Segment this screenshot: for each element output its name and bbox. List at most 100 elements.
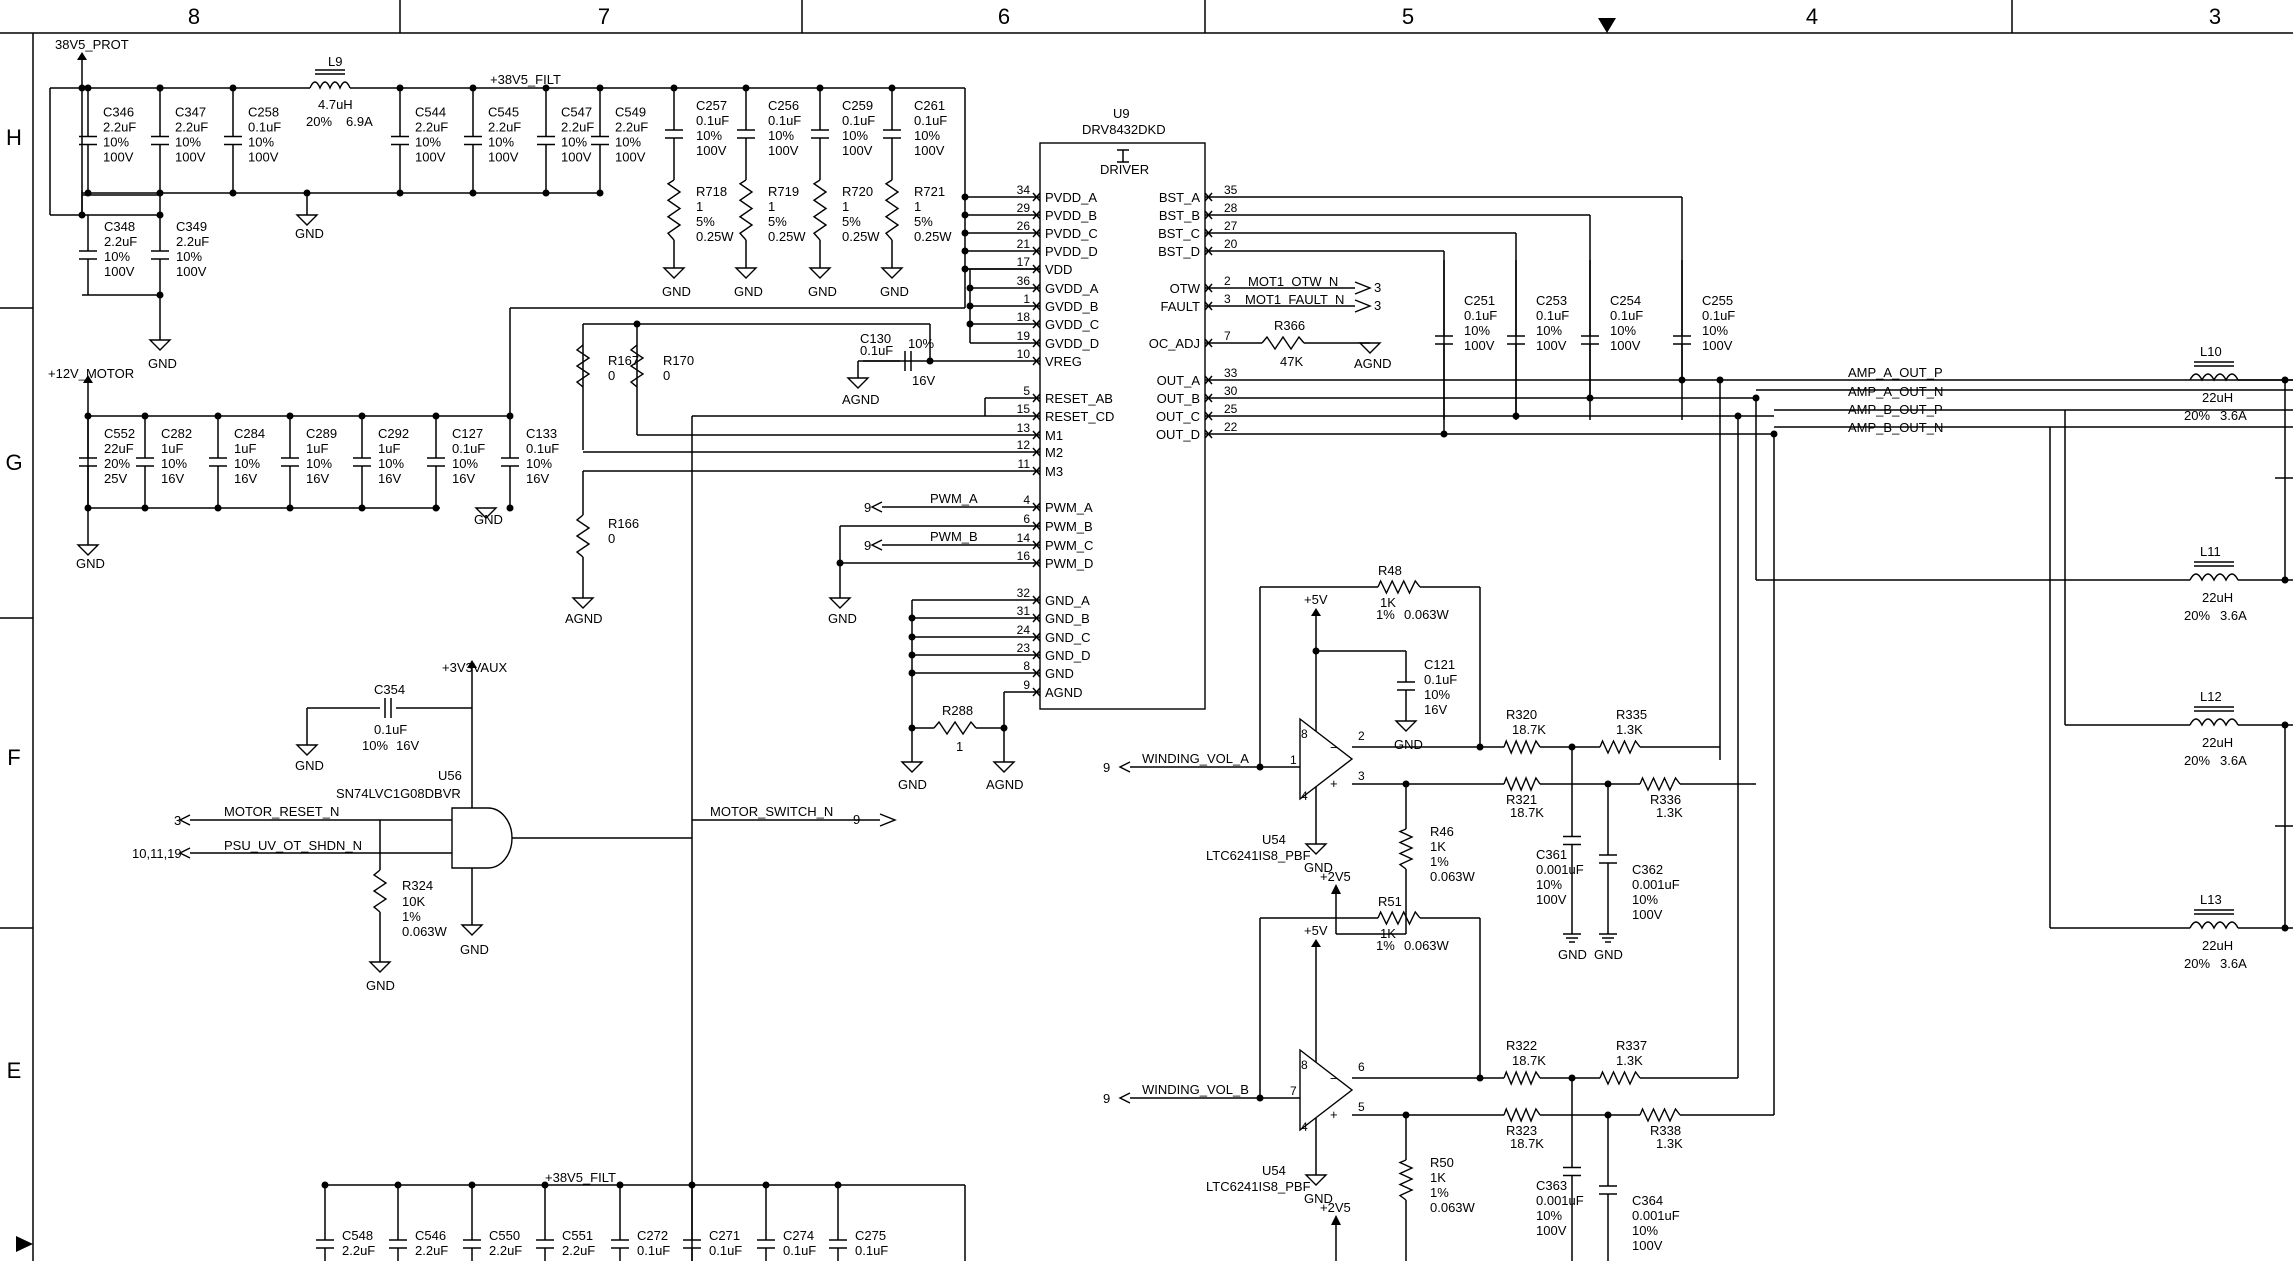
- cap-value: 0.1uF: [709, 1243, 742, 1258]
- cap-value: 2.2uF: [489, 1243, 522, 1258]
- pin-name: GVDD_C: [1045, 317, 1099, 332]
- res-text: 1: [768, 199, 775, 214]
- gnd-label: GND: [1304, 1191, 1333, 1206]
- pin-name: OUT_A: [1157, 373, 1201, 388]
- opamp-plus: +: [1330, 776, 1338, 791]
- junction-dot: [432, 504, 440, 512]
- gnd-label: GND: [460, 942, 489, 957]
- inductor-ref: L9: [328, 54, 342, 69]
- ground-symbol: [662, 267, 686, 279]
- component-text: 10%: [103, 135, 129, 150]
- cap-text: 0.001uF: [1632, 1208, 1680, 1223]
- pin-name: GVDD_D: [1045, 336, 1099, 351]
- gnd-label: GND: [295, 226, 324, 241]
- junction-dot: [358, 412, 366, 420]
- component-text: 10%: [306, 456, 332, 471]
- component-text: C547: [561, 105, 592, 120]
- cap-text: 10%: [1632, 892, 1658, 907]
- resistor: [1503, 739, 1541, 755]
- res-text: 1K: [1430, 839, 1446, 854]
- cap-text: C255: [1702, 293, 1733, 308]
- offpage-ref: 3: [1374, 280, 1381, 295]
- component-text: 16V: [452, 471, 475, 486]
- res-text: 0.25W: [842, 229, 880, 244]
- junction-dot: [1256, 1094, 1264, 1102]
- pin-name: PWM_D: [1045, 556, 1093, 571]
- component-text: C259: [842, 98, 873, 113]
- resistor: [1639, 1107, 1681, 1123]
- res-text: 5%: [914, 214, 933, 229]
- inductor-ref: L11: [2200, 544, 2221, 559]
- component-text: 10%: [768, 128, 794, 143]
- cap-text: C253: [1536, 293, 1567, 308]
- pin-name: OC_ADJ: [1149, 336, 1200, 351]
- cap-tol: 10%: [908, 336, 934, 351]
- pin-name: BST_D: [1158, 244, 1200, 259]
- cap-ref: C354: [374, 682, 405, 697]
- pin-number: 32: [1017, 586, 1031, 600]
- pin-number: 27: [1224, 219, 1238, 233]
- component-text: 20%: [104, 456, 130, 471]
- resistor: [1398, 828, 1414, 870]
- pin-name: GND: [1045, 666, 1074, 681]
- pin-number: 7: [1224, 329, 1231, 343]
- pin-number: 26: [1017, 219, 1031, 233]
- res-value: 0: [608, 368, 615, 383]
- component-text: 16V: [526, 471, 549, 486]
- component-text: C257: [696, 98, 727, 113]
- resistor: [1398, 1159, 1414, 1201]
- component-text: 2.2uF: [415, 120, 448, 135]
- res-power: 0.063W: [402, 924, 448, 939]
- ground-symbol: [76, 544, 100, 556]
- junction-dot: [214, 504, 222, 512]
- junction-dot: [214, 412, 222, 420]
- res-ref: R48: [1378, 563, 1402, 578]
- res-text: 1%: [1430, 1185, 1449, 1200]
- net-label: MOT1_OTW_N: [1248, 274, 1338, 289]
- res-value: 1.3K: [1616, 722, 1643, 737]
- net-label: AMP_B_OUT_P: [1848, 402, 1943, 417]
- gnd-label: GND: [1594, 947, 1623, 962]
- component-text: 100V: [914, 143, 945, 158]
- junction-dot: [156, 84, 164, 92]
- gnd-label: GND: [1394, 737, 1423, 752]
- column-label: 7: [598, 4, 610, 29]
- net-label: WINDING_VOL_B: [1142, 1082, 1249, 1097]
- junction-dot: [469, 189, 477, 197]
- cap-text: 10%: [1610, 323, 1636, 338]
- junction-dot: [762, 1181, 770, 1189]
- junction-dot: [816, 84, 824, 92]
- component-text: C552: [104, 426, 135, 441]
- pin-name: RESET_CD: [1045, 409, 1114, 424]
- component-text: C284: [234, 426, 265, 441]
- component-text: 100V: [415, 150, 446, 165]
- pin-name: VREG: [1045, 354, 1082, 369]
- pin-number: 30: [1224, 384, 1238, 398]
- pin-number: 11: [1018, 457, 1031, 471]
- component-text: 2.2uF: [176, 234, 209, 249]
- cap-tol: 10%: [362, 738, 388, 753]
- inductor-tol: 20%: [2184, 408, 2210, 423]
- component-text: 100V: [248, 150, 279, 165]
- component-text: 10%: [104, 249, 130, 264]
- inductor-ref: L12: [2200, 689, 2222, 704]
- pin-number: 18: [1017, 310, 1031, 324]
- net-label: PWM_A: [930, 491, 978, 506]
- gnd-label: GND: [474, 512, 503, 527]
- junction-dot: [396, 84, 404, 92]
- cap-text: 10%: [1536, 877, 1562, 892]
- component-text: 10%: [914, 128, 940, 143]
- pin-number: 7: [1290, 1084, 1297, 1098]
- pin-number: 15: [1017, 402, 1031, 416]
- component-text: C549: [615, 105, 646, 120]
- component-text: 10%: [175, 135, 201, 150]
- junction-dot: [2281, 721, 2289, 729]
- junction-dot: [834, 1181, 842, 1189]
- res-ref: R170: [663, 353, 694, 368]
- res-value: 0: [663, 368, 670, 383]
- rail-label: +5V: [1304, 923, 1328, 938]
- pin-name: PVDD_D: [1045, 244, 1098, 259]
- column-label: 5: [1402, 4, 1414, 29]
- component-text: 10%: [452, 456, 478, 471]
- component-text: 10%: [378, 456, 404, 471]
